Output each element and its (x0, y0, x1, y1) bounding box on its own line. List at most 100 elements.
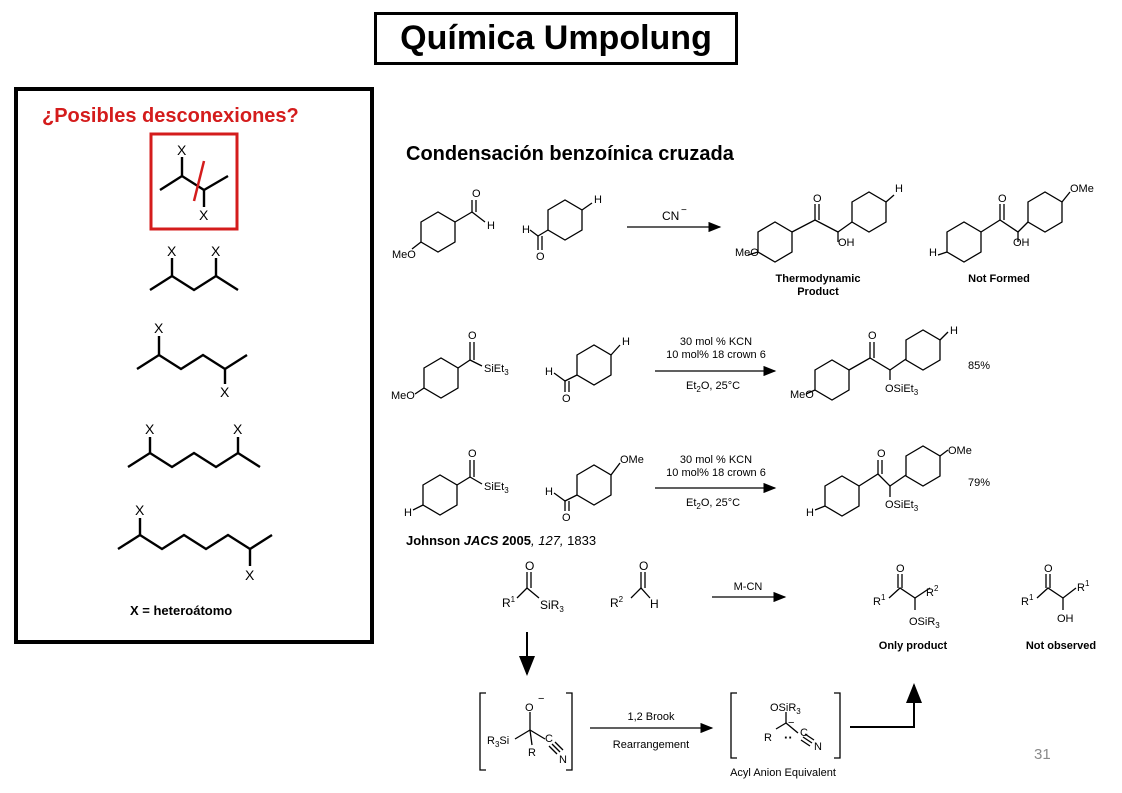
r1-label: R1 (873, 593, 886, 608)
conditions-kcn: 30 mol % KCN (680, 454, 752, 466)
oxygen-label: O (472, 188, 481, 200)
oxygen-label: O (468, 448, 477, 460)
mechanism-labels: R1 O SiR3 R2 O H M-CN R1 O R2 OSiR3 Only… (487, 559, 1096, 779)
reaction-1-labels: MeO O H H H O CN − MeO O OH H H O OH OMe… (392, 183, 1094, 298)
acyl-anion-caption: Acyl Anion Equivalent (730, 767, 836, 779)
slide-title: Química Umpolung (374, 12, 738, 65)
hydrogen-label: H (929, 247, 937, 259)
atom-x: X (167, 243, 177, 259)
sir3-label: SiR3 (540, 598, 564, 614)
silyl-label: SiEt3 (484, 363, 509, 377)
r1-label: R1 (1077, 579, 1090, 594)
section-title: Condensación benzoínica cruzada (406, 143, 734, 165)
atom-x: X (211, 243, 221, 259)
oxygen-label: O (998, 193, 1007, 205)
reaction-3 (412, 445, 949, 517)
methoxy-label: OMe (1070, 183, 1094, 195)
hydrogen-label: H (487, 220, 495, 232)
atom-x: X (177, 142, 187, 158)
disconnection-line (192, 160, 206, 202)
conditions-kcn: 30 mol % KCN (680, 336, 752, 348)
r1-label: R1 (1021, 593, 1034, 608)
carbon-label: C (800, 727, 808, 739)
thermodynamic-caption: Thermodynamic (776, 273, 861, 285)
osilyl-label: OSiEt3 (885, 499, 919, 513)
atom-x: X (135, 502, 145, 518)
hydroxyl-label: OH (838, 237, 855, 249)
oxygen-label: O (896, 563, 905, 575)
atom-x: X (145, 421, 155, 437)
osir3-label: OSiR3 (770, 702, 801, 716)
yield-label: 85% (968, 360, 990, 372)
conditions-crown: 10 mol% 18 crown 6 (666, 467, 766, 479)
rearrangement-label: Rearrangement (613, 739, 689, 751)
skeletal-structure-4 (127, 437, 261, 469)
conditions-solvent: Et2O, 25°C (686, 380, 740, 394)
oxygen-label: O (868, 330, 877, 342)
hydrogen-label: H (522, 224, 530, 236)
hydrogen-label: H (594, 194, 602, 206)
r-label: R (528, 747, 536, 759)
meo-label: MeO (391, 390, 415, 402)
osilyl-label: OSiEt3 (885, 383, 919, 397)
r1-label: R1 (502, 595, 516, 610)
methoxy-label: OMe (620, 454, 644, 466)
skeletal-structure-2 (149, 258, 239, 292)
r2-label: R2 (610, 595, 624, 610)
hydrogen-label: H (650, 597, 659, 611)
hydroxyl-label: OH (1057, 613, 1074, 625)
skeletal-structure-5 (117, 518, 273, 566)
atom-x: X (233, 421, 243, 437)
hydrogen-label: H (545, 366, 553, 378)
osir3-label: OSiR3 (909, 616, 940, 630)
oxygen-label: O (468, 330, 477, 342)
reaction-2 (414, 329, 949, 401)
atom-x: X (154, 320, 164, 336)
cyanide-reagent: CN (662, 209, 679, 223)
reaction-3-labels: H O SiEt3 OMe H O 30 mol % KCN 10 mol% 1… (404, 445, 990, 524)
atom-x: X (220, 384, 230, 400)
charge-label: − (788, 717, 794, 729)
yield-label: 79% (968, 477, 990, 489)
hydrogen-label: H (404, 507, 412, 519)
brook-label: 1,2 Brook (627, 711, 675, 723)
oxygen-label: O (877, 448, 886, 460)
disconnections-panel: ¿Posibles desconexiones? X = heteroátomo (14, 87, 374, 644)
silyl-label: SiEt3 (484, 481, 509, 495)
oxygen-label: O (562, 512, 571, 524)
skeletal-structure-1 (149, 132, 239, 231)
oxygen-label: O (639, 559, 648, 573)
meo-label: MeO (392, 249, 416, 261)
charge-label: − (538, 693, 544, 705)
methoxy-label: OMe (948, 445, 972, 457)
hydrogen-label: H (806, 507, 814, 519)
oxygen-label: O (536, 251, 545, 263)
only-product-caption: Only product (879, 640, 948, 652)
conditions-solvent: Et2O, 25°C (686, 497, 740, 511)
heteroatom-labels: X X X X X X X X X X (135, 142, 255, 583)
page-number: 31 (1034, 746, 1051, 763)
m-cn-reagent: M-CN (734, 581, 763, 593)
r2-label: R2 (926, 584, 939, 599)
general-mechanism (479, 572, 1077, 771)
lone-pair: ·· (784, 730, 793, 745)
heteroatom-footnote: X = heteroátomo (130, 603, 233, 618)
meo-label: MeO (735, 247, 759, 259)
atom-x: X (199, 207, 209, 223)
atom-x: X (245, 567, 255, 583)
r-label: R (764, 732, 772, 744)
hydrogen-label: H (622, 336, 630, 348)
hydrogen-label: H (545, 486, 553, 498)
hydrogen-label: H (950, 325, 958, 337)
reaction-2-labels: MeO O SiEt3 H H O 30 mol % KCN 10 mol% 1… (391, 325, 990, 405)
product-caption: Product (797, 286, 839, 298)
hydrogen-label: H (895, 183, 903, 195)
slide-title-text: Química Umpolung (400, 19, 712, 57)
nitrogen-label: N (814, 741, 822, 753)
oxygen-label: O (562, 393, 571, 405)
r3si-label: R3Si (487, 735, 509, 749)
oxygen-label: O (525, 702, 534, 714)
carbon-label: C (545, 733, 553, 745)
not-formed-caption: Not Formed (968, 273, 1030, 285)
